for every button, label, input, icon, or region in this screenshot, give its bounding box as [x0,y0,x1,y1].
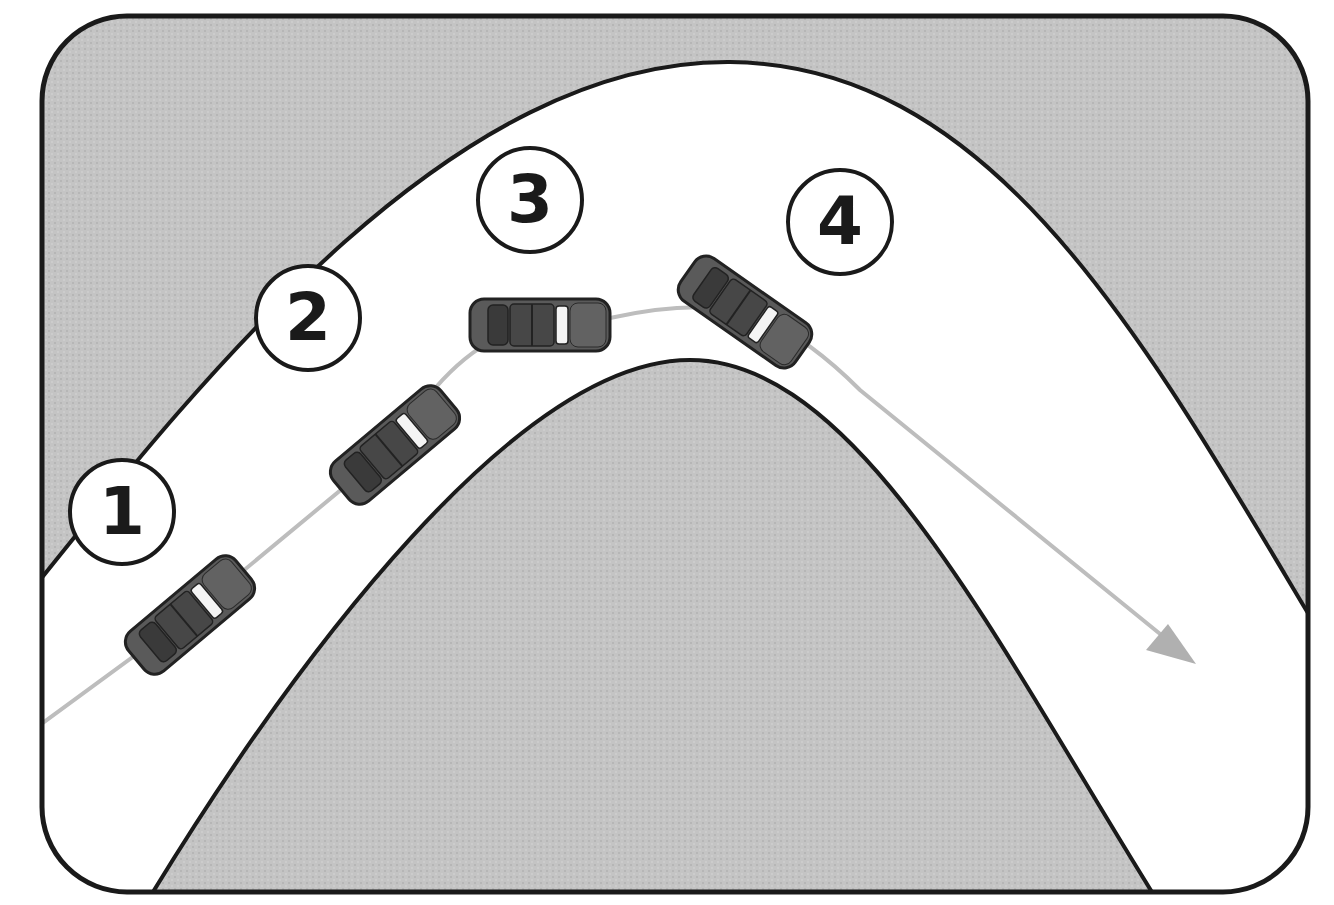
driving-line [42,307,1170,725]
car [470,299,610,351]
callout-circle [788,170,892,274]
callout-circle [70,460,174,564]
callout-circle [478,148,582,252]
frame [42,16,1308,892]
road-edge-inner [145,360,1160,892]
callout-number: 3 [480,150,580,250]
callout-circle [256,266,360,370]
car [673,251,818,374]
car [325,380,466,510]
callout-number: 4 [790,172,890,272]
ground [42,16,1308,892]
road-surface [42,62,1308,892]
car [120,550,261,680]
callout-number: 1 [72,462,172,562]
callout-number: 2 [258,268,358,368]
driving-line-arrowhead [1146,624,1196,664]
